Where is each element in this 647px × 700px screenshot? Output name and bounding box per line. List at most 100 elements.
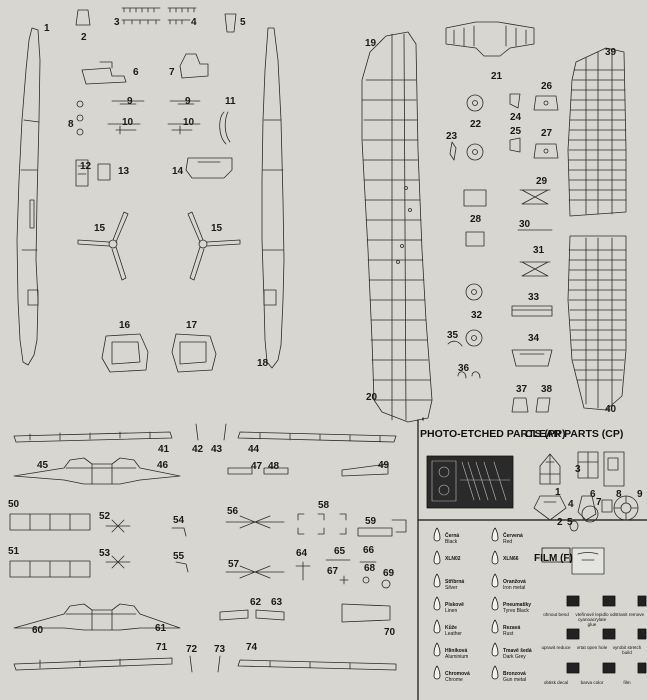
- part-number-9: 9: [185, 96, 191, 107]
- legend-label: vrtat open hole: [576, 645, 608, 650]
- propellers: [77, 211, 241, 281]
- part-number-14: 14: [172, 166, 184, 177]
- cowl-parts: [101, 333, 217, 373]
- part-number-63: 63: [271, 597, 283, 608]
- part-number-54: 54: [173, 515, 185, 526]
- part-number-71: 71: [156, 642, 168, 653]
- legend-label: ohnout bend: [543, 612, 569, 617]
- part-number-48: 48: [268, 461, 280, 472]
- part-number-3: 3: [575, 464, 581, 475]
- part-number-13: 13: [118, 166, 130, 177]
- paint-code: Kůže: [445, 625, 457, 631]
- paint-name: Black: [445, 538, 458, 545]
- part-number-66: 66: [363, 545, 375, 556]
- part-number-18: 18: [257, 358, 269, 369]
- paint-name: Tyres Black: [503, 607, 529, 614]
- part-number-2: 2: [557, 517, 563, 528]
- part-number-34: 34: [528, 333, 540, 344]
- paint-name: Gun metal: [503, 676, 527, 683]
- paint-name: Chrome: [445, 676, 463, 683]
- legend-label: vyrobit stretch build: [612, 645, 642, 655]
- symbol-legend-icons: [566, 595, 647, 674]
- legend-label: upravit reduce: [541, 645, 571, 650]
- part-number-59: 59: [365, 516, 377, 527]
- part-number-64: 64: [296, 548, 308, 559]
- part-number-31: 31: [533, 245, 545, 256]
- part-number-17: 17: [186, 320, 198, 331]
- paint-code: Stříbrná: [445, 579, 465, 585]
- part-number-6: 6: [133, 67, 139, 78]
- part-number-15: 15: [94, 223, 106, 234]
- part-number-58: 58: [318, 500, 330, 511]
- part-number-51: 51: [8, 546, 20, 557]
- paint-code: Tmavě šedá: [503, 648, 532, 654]
- part-number-15: 15: [211, 223, 223, 234]
- legend-label: film: [623, 680, 631, 685]
- part-number-57: 57: [228, 559, 240, 570]
- paint-name: Leather: [445, 630, 462, 637]
- paint-code: XLN02: [445, 556, 461, 562]
- part-number-40: 40: [605, 404, 617, 415]
- part-number-32: 32: [471, 310, 483, 321]
- part-number-28: 28: [470, 214, 482, 225]
- paint-code: Černá: [445, 533, 460, 539]
- part-number-49: 49: [378, 460, 390, 471]
- part-number-38: 38: [541, 384, 553, 395]
- part-number-33: 33: [528, 292, 540, 303]
- part-number-68: 68: [364, 563, 376, 574]
- part-number-20: 20: [366, 392, 378, 403]
- part-number-69: 69: [383, 568, 395, 579]
- paint-entry-4: XLN66: [503, 556, 543, 563]
- part-number-7: 7: [596, 497, 602, 508]
- part-number-29: 29: [536, 176, 548, 187]
- paint-name: Dark Grey: [503, 653, 526, 660]
- part-number-70: 70: [384, 627, 396, 638]
- paint-entry-3: XLN02: [445, 556, 485, 563]
- part-number-7: 7: [169, 67, 175, 78]
- part-number-46: 46: [157, 460, 169, 471]
- part-number-10: 10: [122, 117, 134, 128]
- paint-code: Oranžová: [503, 579, 526, 585]
- part-number-19: 19: [365, 38, 377, 49]
- part-number-52: 52: [99, 511, 111, 522]
- part-number-50: 50: [8, 499, 20, 510]
- part-number-53: 53: [99, 548, 111, 559]
- landing-gear-parts: [447, 93, 559, 413]
- part-number-8: 8: [68, 119, 74, 130]
- lower-parts: [9, 423, 407, 673]
- legend-label: barva color: [580, 680, 604, 685]
- part-number-9: 9: [127, 96, 133, 107]
- legend-label: odstranit remove: [609, 612, 645, 617]
- part-number-67: 67: [327, 566, 339, 577]
- part-number-25: 25: [510, 126, 522, 137]
- paint-code: Hliníková: [445, 648, 468, 654]
- part-number-5: 5: [240, 17, 246, 28]
- fuselage-left-half: [16, 27, 41, 366]
- part-number-11: 11: [225, 96, 236, 107]
- part-number-36: 36: [458, 363, 470, 374]
- part-number-72: 72: [186, 644, 198, 655]
- paint-code: Chromová: [445, 671, 470, 677]
- part-number-60: 60: [32, 625, 44, 636]
- paint-drop-icons: [433, 527, 499, 680]
- clear-parts: [533, 451, 639, 532]
- paint-name: Iron metal: [503, 584, 526, 591]
- legend-label: vteřinové lepidlo cyanoacrylate glue: [575, 612, 609, 627]
- part-number-61: 61: [155, 623, 167, 634]
- paint-name: Aluminium: [445, 653, 469, 660]
- film-part: [541, 547, 605, 575]
- part-number-41: 41: [158, 444, 170, 455]
- photo-etched-parts-header: PHOTO-ETCHED PARTS (PP): [420, 428, 566, 440]
- part-number-44: 44: [248, 444, 260, 455]
- paint-code: Pískově: [445, 602, 464, 608]
- part-number-37: 37: [516, 384, 528, 395]
- legend-label: obtisk decal: [543, 680, 569, 685]
